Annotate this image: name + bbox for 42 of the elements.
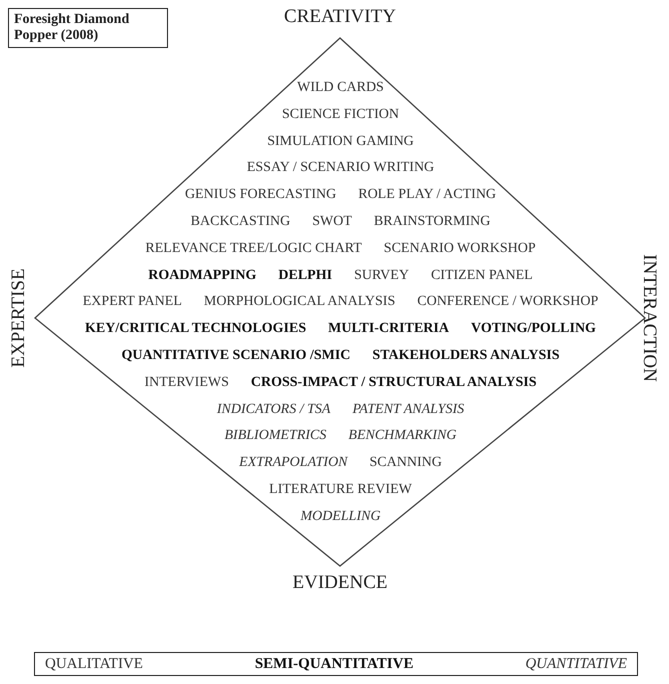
method-label: PATENT ANALYSIS — [352, 402, 464, 418]
method-label: EXTRAPOLATION — [239, 455, 348, 472]
method-label: INTERVIEWS — [144, 374, 229, 391]
method-label: MORPHOLOGICAL ANALYSIS — [204, 294, 396, 310]
method-label: VOTING/POLLING — [470, 321, 596, 338]
method-label: STAKEHOLDERS ANALYSIS — [372, 348, 560, 364]
method-label: CONFERENCE / WORKSHOP — [417, 294, 598, 310]
method-label: SCANNING — [370, 455, 442, 472]
method-label: EXPERT PANEL — [82, 294, 182, 310]
axis-label: EXPERTISE — [8, 268, 30, 368]
scale-label: QUANTITATIVE — [525, 656, 627, 672]
method-label: BACKCASTING — [190, 214, 290, 230]
method-label: SIMULATION GAMING — [267, 134, 414, 150]
method-label: ESSAY / SCENARIO WRITING — [246, 160, 434, 176]
method-label: KEY/CRITICAL TECHNOLOGIES — [85, 321, 306, 338]
title-box: Foresight Diamond Popper (2008) — [8, 8, 168, 48]
method-label: BENCHMARKING — [348, 428, 456, 444]
method-label: SCIENCE FICTION — [282, 106, 400, 123]
method-label: GENIUS FORECASTING — [184, 187, 336, 204]
scale-label: QUALITATIVE — [45, 656, 143, 672]
method-label: SWOT — [312, 214, 352, 230]
method-label: INDICATORS / TSA — [216, 402, 330, 418]
scale-bar — [34, 652, 638, 676]
axis-label: INTERACTION — [638, 254, 660, 382]
method-label: BRAINSTORMING — [374, 214, 490, 230]
method-label: CROSS-IMPACT / STRUCTURAL ANALYSIS — [250, 374, 537, 391]
method-label: ROADMAPPING — [148, 268, 256, 284]
method-label: MODELLING — [300, 508, 381, 525]
method-label: CITIZEN PANEL — [430, 268, 533, 284]
scale-label: SEMI-QUANTITATIVE — [254, 656, 414, 672]
axis-label: EVIDENCE — [292, 572, 388, 594]
method-label: LITERATURE REVIEW — [269, 482, 412, 498]
method-label: RELEVANCE TREE/LOGIC CHART — [145, 240, 362, 257]
method-label: ROLE PLAY / ACTING — [358, 187, 496, 204]
method-label: WILD CARDS — [297, 80, 384, 96]
method-label: DELPHI — [278, 268, 332, 284]
method-label: SCENARIO WORKSHOP — [384, 240, 536, 257]
method-label: SURVEY — [354, 268, 409, 284]
method-label: BIBLIOMETRICS — [224, 428, 326, 444]
method-label: MULTI-CRITERIA — [328, 321, 449, 338]
method-label: QUANTITATIVE SCENARIO /SMIC — [121, 348, 350, 364]
axis-label: CREATIVITY — [284, 6, 396, 28]
